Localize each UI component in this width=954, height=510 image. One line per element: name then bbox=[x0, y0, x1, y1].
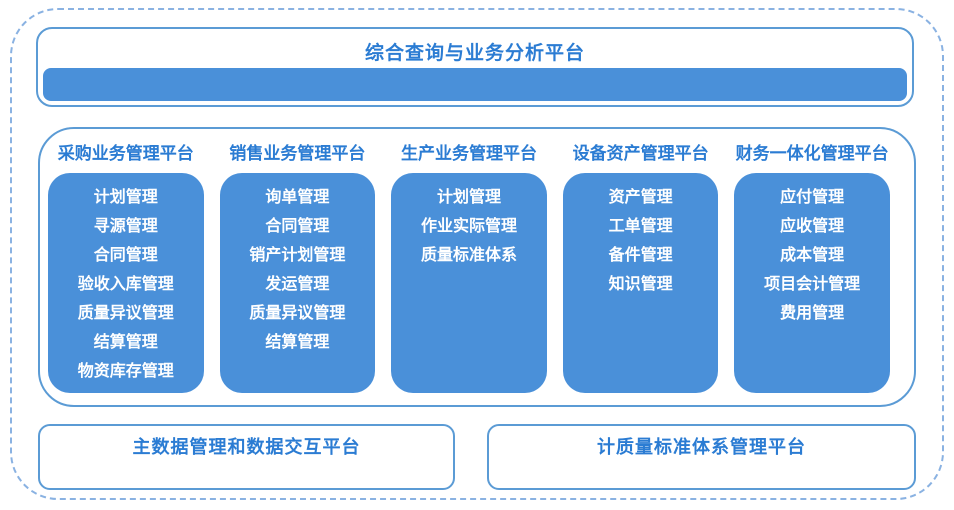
module-item: 合同管理 bbox=[265, 218, 330, 235]
module-item: 计划管理 bbox=[93, 189, 158, 206]
column-sales: 销售业务管理平台 询单管理 合同管理 销产计划管理 发运管理 质量异议管理 结算… bbox=[219, 135, 376, 393]
module-item: 寻源管理 bbox=[93, 218, 158, 235]
module-item: 项目会计管理 bbox=[764, 276, 861, 293]
top-platform-bar bbox=[43, 68, 907, 101]
module-item: 作业实际管理 bbox=[420, 218, 517, 235]
column-module-box: 应付管理 应收管理 成本管理 项目会计管理 费用管理 bbox=[734, 173, 890, 393]
column-module-box: 计划管理 作业实际管理 质量标准体系 bbox=[391, 173, 547, 393]
module-item: 销产计划管理 bbox=[249, 247, 346, 264]
module-item: 应收管理 bbox=[780, 218, 845, 235]
module-item: 质量标准体系 bbox=[420, 247, 517, 264]
module-item: 发运管理 bbox=[265, 276, 330, 293]
column-title: 销售业务管理平台 bbox=[229, 144, 366, 163]
column-module-box: 计划管理 寻源管理 合同管理 验收入库管理 质量异议管理 结算管理 物资库存管理 bbox=[48, 173, 204, 393]
module-item: 应付管理 bbox=[780, 189, 845, 206]
module-item: 备件管理 bbox=[608, 247, 673, 264]
bottom-platform-title: 主数据管理和数据交互平台 bbox=[132, 437, 361, 457]
module-item: 质量异议管理 bbox=[249, 305, 346, 322]
module-item: 成本管理 bbox=[780, 247, 845, 264]
column-module-box: 询单管理 合同管理 销产计划管理 发运管理 质量异议管理 结算管理 bbox=[219, 173, 376, 393]
column-finance: 财务一体化管理平台 应付管理 应收管理 成本管理 项目会计管理 费用管理 bbox=[734, 135, 890, 393]
module-item: 工单管理 bbox=[608, 218, 673, 235]
top-platform-title: 综合查询与业务分析平台 bbox=[364, 43, 585, 64]
module-item: 费用管理 bbox=[780, 305, 845, 322]
module-item: 结算管理 bbox=[265, 334, 330, 351]
column-module-box: 资产管理 工单管理 备件管理 知识管理 bbox=[562, 173, 719, 393]
top-platform-panel: 综合查询与业务分析平台 bbox=[36, 27, 914, 107]
module-item: 物资库存管理 bbox=[77, 363, 174, 380]
bottom-platform-quality-standard: 计质量标准体系管理平台 bbox=[487, 424, 916, 490]
module-item: 结算管理 bbox=[93, 334, 158, 351]
column-production: 生产业务管理平台 计划管理 作业实际管理 质量标准体系 bbox=[391, 135, 547, 393]
module-item: 验收入库管理 bbox=[77, 276, 174, 293]
outer-dashed-frame bbox=[10, 8, 944, 500]
column-title: 设备资产管理平台 bbox=[572, 144, 709, 163]
module-item: 资产管理 bbox=[608, 189, 673, 206]
column-equipment-assets: 设备资产管理平台 资产管理 工单管理 备件管理 知识管理 bbox=[562, 135, 719, 393]
bottom-platform-title: 计质量标准体系管理平台 bbox=[597, 437, 806, 457]
column-title: 采购业务管理平台 bbox=[57, 144, 194, 163]
column-title: 财务一体化管理平台 bbox=[735, 144, 889, 163]
module-item: 知识管理 bbox=[608, 276, 673, 293]
module-item: 合同管理 bbox=[93, 247, 158, 264]
module-item: 询单管理 bbox=[265, 189, 330, 206]
module-item: 计划管理 bbox=[436, 189, 501, 206]
module-item: 质量异议管理 bbox=[77, 305, 174, 322]
column-title: 生产业务管理平台 bbox=[400, 144, 537, 163]
business-platforms-panel: 采购业务管理平台 计划管理 寻源管理 合同管理 验收入库管理 质量异议管理 结算… bbox=[38, 127, 916, 407]
column-procurement: 采购业务管理平台 计划管理 寻源管理 合同管理 验收入库管理 质量异议管理 结算… bbox=[48, 135, 204, 393]
bottom-platform-master-data: 主数据管理和数据交互平台 bbox=[38, 424, 455, 490]
